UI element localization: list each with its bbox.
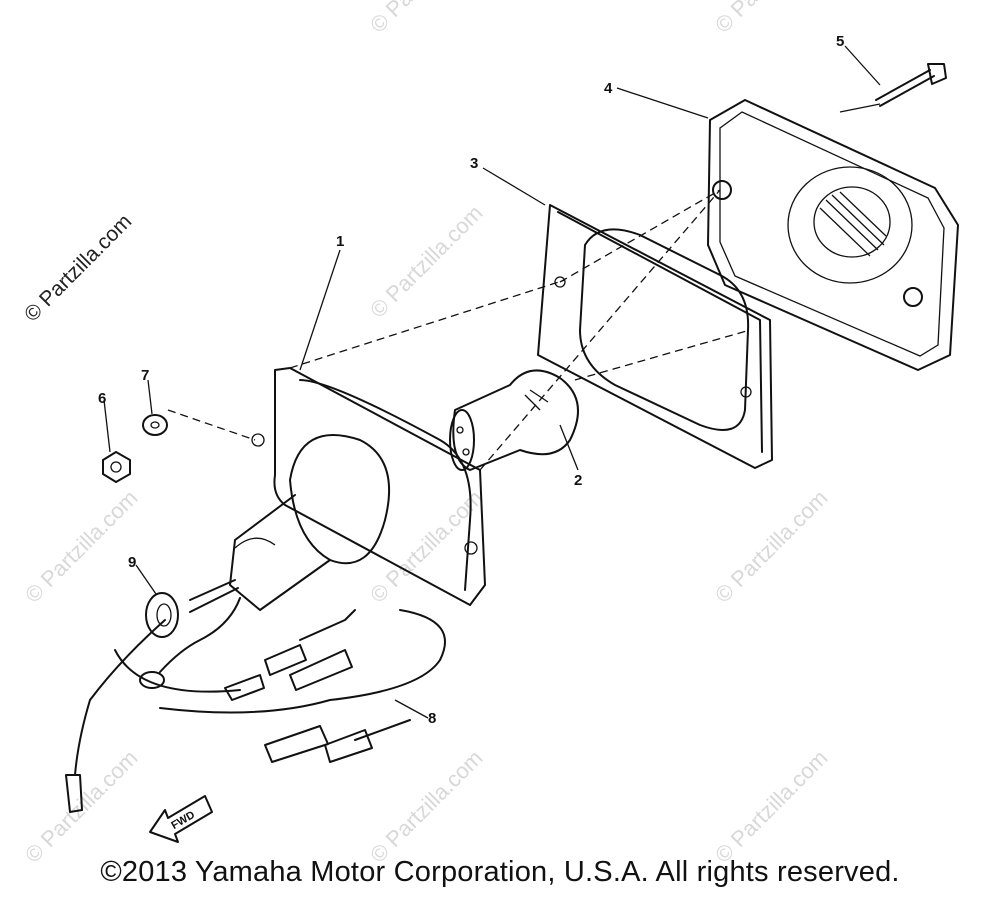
part-5-screw xyxy=(839,63,947,113)
wiring-harness xyxy=(65,579,446,813)
assembly-lines xyxy=(167,189,751,471)
part-2-bulb xyxy=(449,369,579,471)
part-1-base-housing xyxy=(229,367,486,611)
part-4-lens-housing xyxy=(707,99,959,371)
copyright-notice: ©2013 Yamaha Motor Corporation, U.S.A. A… xyxy=(100,856,900,888)
callout-7: 7 xyxy=(141,367,149,384)
leader-lines xyxy=(103,45,881,719)
fwd-arrow-icon: FWD xyxy=(149,795,213,843)
part-6-nut xyxy=(102,451,131,483)
callout-9: 9 xyxy=(128,554,136,571)
part-7-washer xyxy=(142,414,168,436)
callout-4: 4 xyxy=(604,80,613,97)
callout-1: 1 xyxy=(336,233,344,250)
part-9-grommet xyxy=(145,592,179,638)
callout-2: 2 xyxy=(574,472,582,489)
callout-3: 3 xyxy=(470,155,478,172)
part-3-gasket xyxy=(537,204,773,469)
callout-6: 6 xyxy=(98,390,106,407)
callout-5: 5 xyxy=(836,33,844,50)
callout-8: 8 xyxy=(428,710,436,727)
